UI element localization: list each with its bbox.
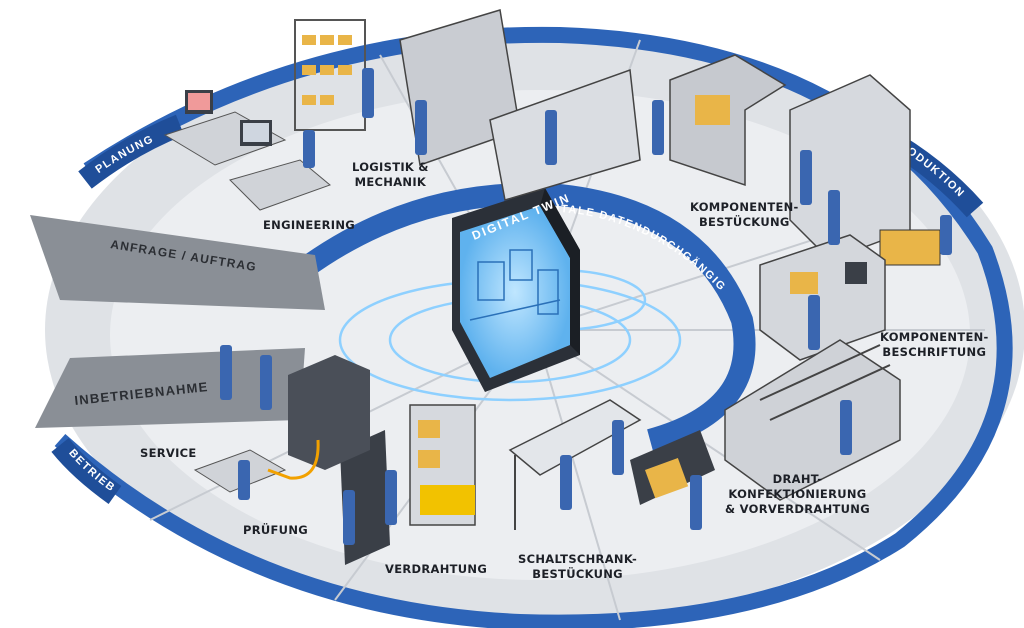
label-schaltschrank: SCHALTSCHRANK- BESTÜCKUNG: [518, 552, 638, 581]
schaltschrank-workbenches: [508, 399, 715, 530]
digital-twin-cabinet: [452, 188, 580, 392]
data-ring: [298, 182, 756, 451]
logistik-shelves: [294, 9, 641, 201]
label-logistik: LOGISTIK & MECHANIK: [352, 160, 429, 189]
bestueckung-machines: [669, 54, 941, 266]
label-bestueckung: KOMPONENTEN- BESTÜCKUNG: [690, 200, 799, 229]
betrieb-ring-segment: [51, 438, 122, 504]
label-verdrahtung: VERDRAHTUNG: [385, 562, 488, 576]
workers: [220, 68, 952, 545]
draht-machine: [724, 339, 901, 501]
label-service: SERVICE: [140, 446, 197, 460]
anfrage-banner: [30, 215, 325, 310]
label-beschriftung: KOMPONENTEN- BESCHRIFTUNG: [880, 330, 989, 359]
engineering-desks: [163, 90, 331, 211]
label-pruefung: PRÜFUNG: [243, 523, 308, 537]
inbetriebnahme-banner: [35, 348, 305, 428]
planung-ring-segment: [78, 114, 185, 189]
pruefung-service: [193, 355, 370, 493]
label-engineering: ENGINEERING: [263, 218, 356, 232]
label-draht: DRAHT- KONFEKTIONIERUNG & VORVERDRAHTUNG: [725, 472, 870, 516]
beschriftung-machine: [759, 234, 886, 361]
